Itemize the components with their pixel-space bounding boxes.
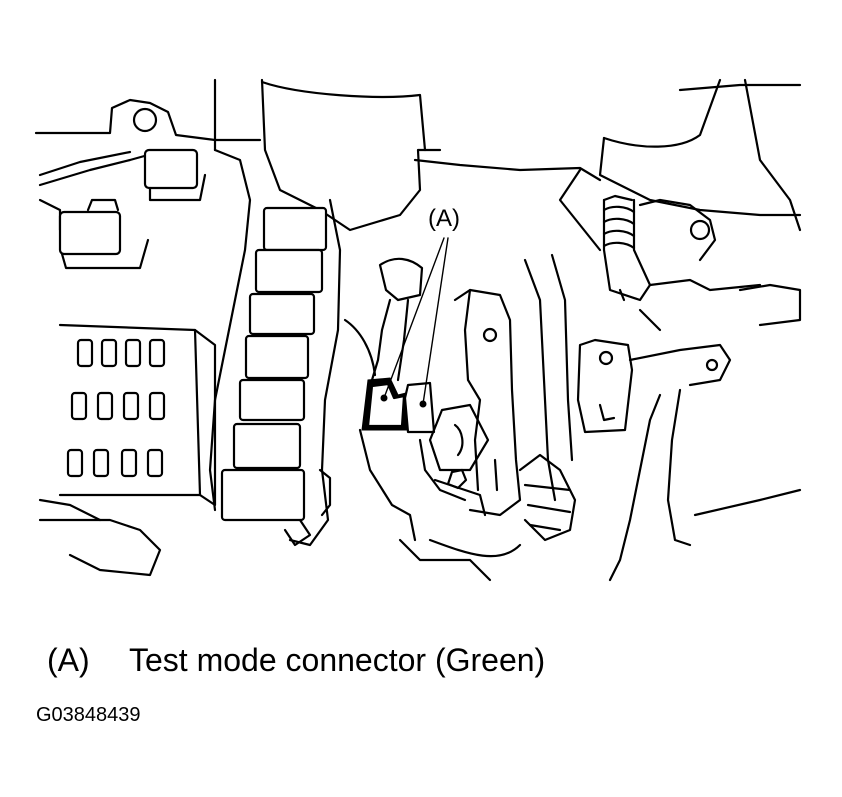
legend-text: Test mode connector (Green) [129,642,546,678]
figure-code: G03848439 [36,704,141,726]
fuse-box [38,148,217,577]
harness [343,257,522,582]
legend-key: (A) [47,642,90,678]
legend-row: (A) Test mode connector (Green) [47,640,545,680]
fuse-slots [66,338,166,478]
upper-panel [34,78,802,252]
spring-assembly [518,194,762,542]
callout-label-a: (A) [428,205,460,232]
pedal-bracket [576,283,802,582]
engine-bay-illustration [34,78,802,582]
relay-stack [208,148,342,547]
callout-leaders [383,237,449,405]
test-mode-connector [361,377,436,434]
center-bracket [428,288,522,517]
